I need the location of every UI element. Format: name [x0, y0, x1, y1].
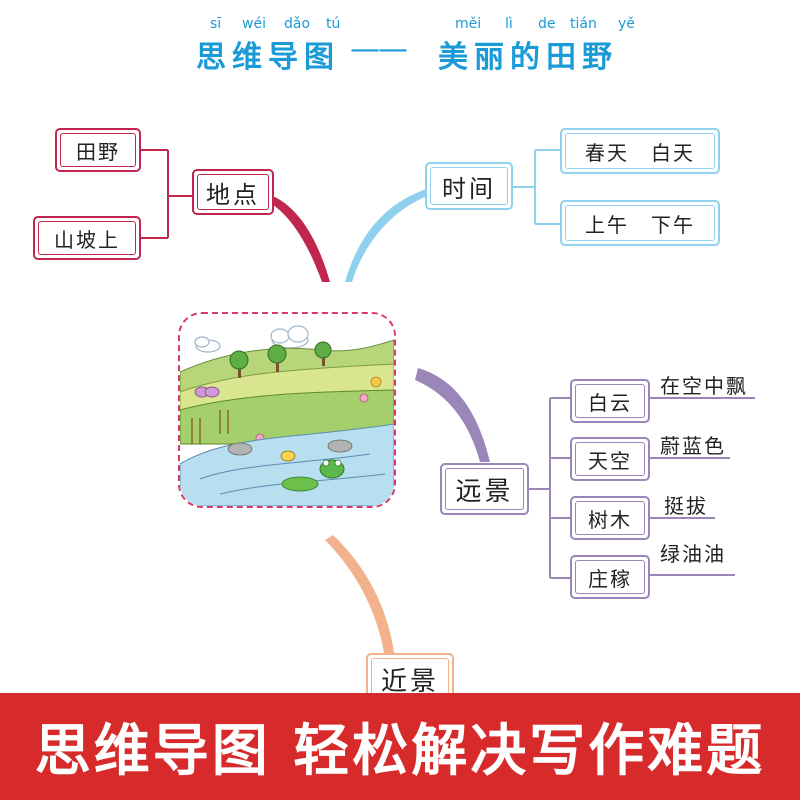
pinyin-4: tú: [326, 16, 341, 32]
far-detail-crops: 绿油油: [660, 542, 726, 566]
pinyin-9: yě: [618, 16, 635, 32]
bottom-banner: 思维导图 轻松解决写作难题: [0, 693, 800, 800]
flower-icon: [255, 376, 382, 443]
pinyin-1: sī: [210, 16, 222, 32]
branch-time-connector: [345, 188, 430, 282]
place-child-hillside[interactable]: 山坡上: [33, 216, 141, 260]
far-child-trees[interactable]: 树木: [570, 496, 650, 540]
branch-far-node[interactable]: 远景: [440, 463, 529, 515]
branch-place-node[interactable]: 地点: [192, 169, 274, 215]
time-child-daytime[interactable]: 上午 下午: [560, 200, 720, 246]
pinyin-5: měi: [455, 16, 482, 32]
pinyin-7: de: [538, 16, 556, 32]
far-bracket: [528, 397, 755, 579]
far-child-clouds[interactable]: 白云: [570, 379, 650, 423]
butterfly-icon: [194, 386, 220, 398]
title-left: 思维导图: [196, 40, 340, 75]
banner-text: 思维导图 轻松解决写作难题: [34, 719, 766, 784]
place-bracket: [140, 149, 192, 239]
title-dash: ——: [350, 32, 408, 67]
center-illustration: [178, 312, 396, 508]
bee-icon: [280, 450, 296, 462]
branch-time-node[interactable]: 时间: [425, 162, 513, 210]
place-child-fields[interactable]: 田野: [55, 128, 141, 172]
pinyin-6: lì: [505, 16, 513, 32]
far-detail-clouds: 在空中飘: [660, 374, 748, 398]
time-bracket: [512, 149, 560, 225]
frog-icon: [319, 459, 345, 479]
title-right: 美丽的田野: [438, 40, 618, 75]
time-child-season[interactable]: 春天 白天: [560, 128, 720, 174]
far-child-sky[interactable]: 天空: [570, 437, 650, 481]
branch-near-connector: [325, 535, 395, 660]
pinyin-2: wéi: [242, 16, 266, 32]
branch-place-connector: [265, 197, 330, 282]
pinyin-8: tián: [570, 16, 597, 32]
branch-far-connector: [415, 368, 490, 462]
tree-icon: [229, 350, 249, 378]
far-detail-sky: 蔚蓝色: [660, 434, 726, 458]
field-illustration: [180, 314, 394, 506]
far-child-crops[interactable]: 庄稼: [570, 555, 650, 599]
pinyin-3: dǎo: [284, 16, 311, 32]
far-detail-trees: 挺拔: [664, 494, 708, 518]
